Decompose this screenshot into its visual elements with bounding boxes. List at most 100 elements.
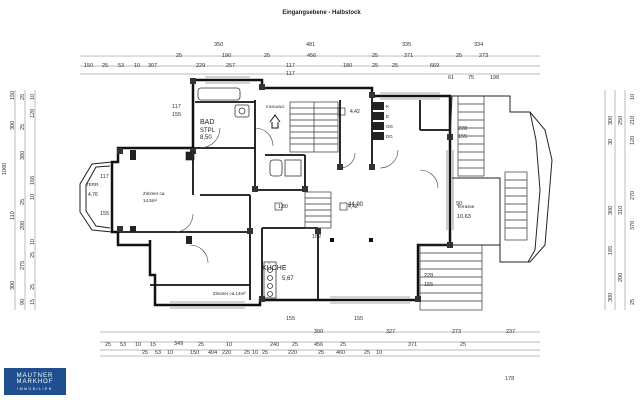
dim-top-3-f: 229: [196, 63, 205, 69]
dim-bot-3-a: 25: [142, 350, 148, 356]
dim-bot-4-b: 150: [190, 350, 199, 356]
left-dims: 150 25 10 120 25 300 380 1060 166 10 25 …: [2, 91, 36, 305]
dim-bot-4-a: 25: [198, 342, 204, 348]
dim-top-1-a: 350: [214, 42, 223, 48]
column-marks: [330, 238, 373, 242]
dim-left-1: 150: [10, 91, 16, 100]
dim-bot-3-g: 25: [318, 350, 324, 356]
dim-bot-3-d: 349: [174, 341, 183, 347]
dim-bot-2-b: 53: [120, 342, 126, 348]
stair-label-dg: DG: [386, 134, 393, 139]
dim-inner-7: 228: [424, 273, 433, 279]
dim-bot-2-h: 25: [340, 342, 346, 348]
dim-inner-4: 155: [100, 211, 109, 217]
dim-bot-1-c: 273: [452, 329, 461, 335]
dim-top-2-b: 190: [222, 53, 231, 59]
room-bad-label: BAD: [200, 119, 214, 126]
room-terrasse-area: 10,63: [457, 214, 471, 220]
dim-right-12: 200: [618, 273, 624, 282]
dim-inner-5: 228: [458, 126, 467, 132]
stair-label-og: OG: [386, 124, 394, 129]
dim-left-3: 10: [30, 94, 36, 100]
room-bad-area: 8,50: [200, 135, 212, 141]
dim-left-4: 120: [30, 109, 36, 118]
dim-left-8: 1060: [2, 163, 8, 175]
dim-top-3-j: 180: [343, 63, 352, 69]
dim-inner-2: 155: [172, 112, 181, 118]
dim-top-3-k: 25: [372, 63, 378, 69]
dim-top-2-e: 25: [372, 53, 378, 59]
room-zimmer1-area: 14,5m²: [143, 198, 158, 203]
dim-right-1: 10: [630, 94, 636, 100]
dim-top-3-n: 61: [448, 75, 454, 81]
room-kueche-label: KÜCHE: [262, 264, 287, 272]
middle-stairs: [304, 191, 332, 229]
dim-bot-2-c: 10: [135, 342, 141, 348]
dim-top-2-g: 25: [456, 53, 462, 59]
room-zimmer2-label: Zimmer ca.14m²: [213, 291, 246, 296]
dim-left-6: 300: [10, 121, 16, 130]
dim-top-2-c: 25: [264, 53, 270, 59]
dim-bot-2-e: 240: [270, 342, 279, 348]
right-dims: 10 300 250 210 30 120 270 300 370 310 18…: [608, 94, 636, 305]
dim-bot-3-b: 53: [155, 350, 161, 356]
dim-right-11: 185: [608, 246, 614, 255]
dim-bot-2-d: 15: [150, 342, 156, 348]
dim-top-3-b: 25: [102, 63, 108, 69]
kitchen-counter: [263, 261, 277, 299]
stair-label-k: K: [386, 104, 389, 109]
dim-top-2-d: 456: [307, 53, 316, 59]
dim-inner-11: 155: [354, 316, 363, 322]
dim-left-2: 25: [20, 94, 26, 100]
dim-bot-3-c: 10: [167, 350, 173, 356]
dim-top-3-a: 150: [84, 63, 93, 69]
dim-top-3-m: 669: [430, 63, 439, 69]
windows: [170, 76, 454, 309]
dim-left-17: 300: [10, 281, 16, 290]
dim-inner-3: 117: [100, 174, 109, 180]
dim-bot-3-j: 10: [376, 350, 382, 356]
dim-right-3: 250: [618, 116, 624, 125]
dim-bot-3-h: 460: [336, 350, 345, 356]
dim-bot-4-g: 10: [252, 350, 258, 356]
dim-left-20: 15: [30, 299, 36, 305]
dim-right-7: 270: [630, 191, 636, 200]
dim-left-7: 380: [20, 151, 26, 160]
dim-left-12: 110: [10, 211, 16, 220]
dim-bot-3-e: 25: [262, 350, 268, 356]
dim-right-14: 300: [608, 293, 614, 302]
wc-fixtures: [269, 159, 302, 177]
dim-top-3-i: 117: [286, 71, 295, 77]
level-mark-2: 4,42: [348, 204, 358, 210]
dim-bot-2-i: 371: [408, 342, 417, 348]
dim-left-18: 25: [30, 284, 36, 290]
company-logo: MAUTNER MARKHOF IMMOBILIEN: [4, 368, 66, 395]
dim-inner-10: 155: [286, 316, 295, 322]
logo-line-3: IMMOBILIEN: [17, 387, 53, 391]
dim-bot-2-j: 25: [460, 342, 466, 348]
dim-bot-1-b: 327: [386, 329, 395, 335]
dim-left-14: 10: [30, 239, 36, 245]
dim-left-5: 25: [20, 124, 26, 130]
dim-bot-2-f: 25: [292, 342, 298, 348]
room-erker-label: TERR.: [86, 182, 100, 187]
dim-top-3-l: 25: [392, 63, 398, 69]
dim-inner-1: 117: [172, 104, 181, 110]
dim-bot-3-i: 25: [364, 350, 370, 356]
dim-right-9: 370: [630, 221, 636, 230]
terrace-outline: [449, 95, 553, 263]
dim-left-19: 90: [20, 299, 26, 305]
dim-bot-2-a: 25: [105, 342, 111, 348]
dim-right-10: 310: [618, 206, 624, 215]
dim-inner-9: 90: [456, 201, 462, 207]
dim-bot-4-e: 25: [244, 350, 250, 356]
room-zimmer1-label: Zimmer ca.: [143, 191, 166, 196]
dim-bot-2-g: 456: [314, 342, 323, 348]
dim-right-4: 210: [630, 116, 636, 125]
dim-top-1-d: 334: [474, 42, 483, 48]
bath-fixtures: [197, 87, 250, 118]
dim-right-6: 120: [630, 136, 636, 145]
dim-top-3-c: 53: [118, 63, 124, 69]
level-mark-1: 4,42: [350, 109, 360, 115]
